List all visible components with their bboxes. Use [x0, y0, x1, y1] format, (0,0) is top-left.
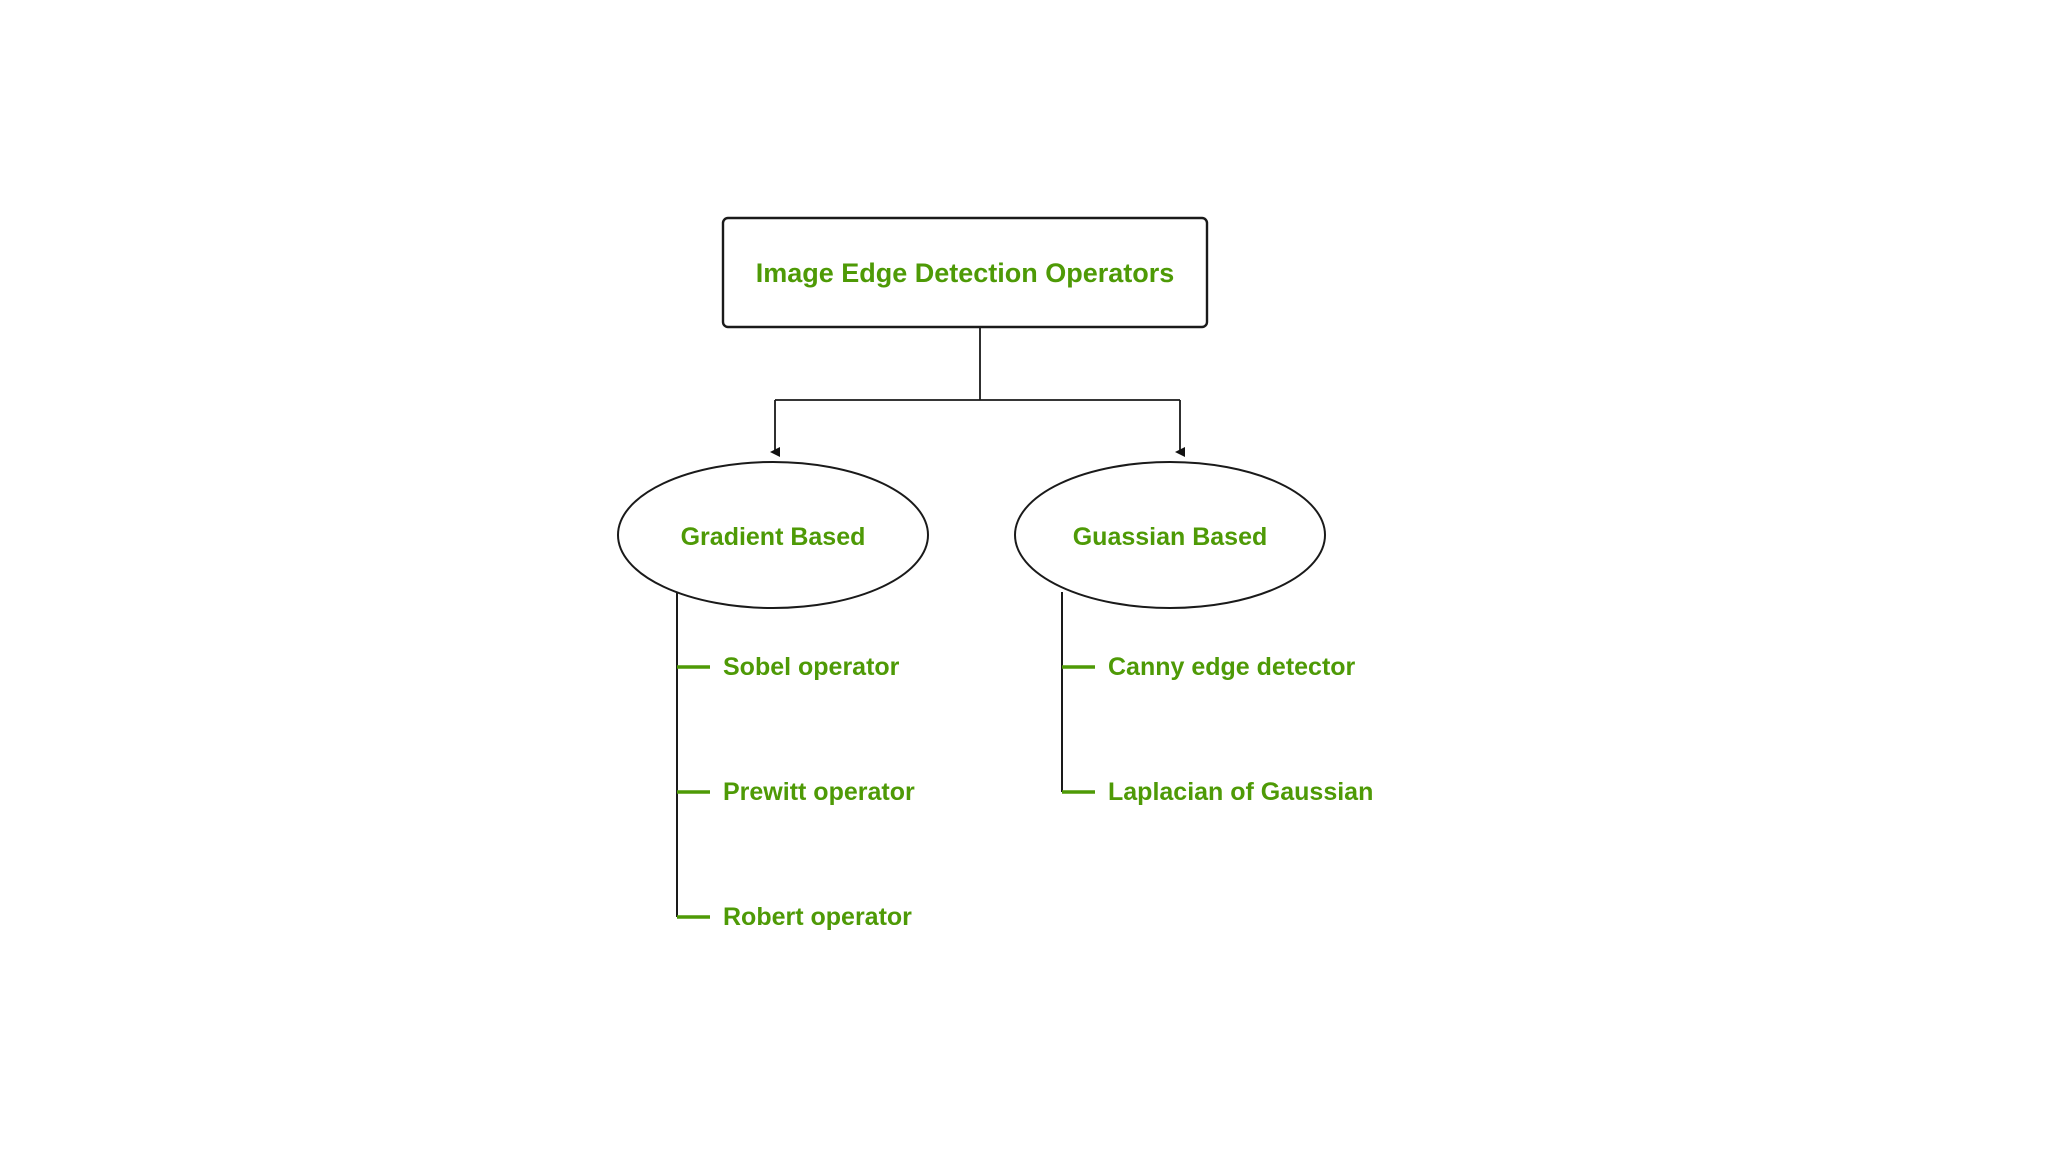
root-node-box[interactable]: [721, 216, 1209, 329]
branch-label-guassian-based: Guassian Based: [1072, 523, 1268, 551]
ellipse-guassian-based[interactable]: [1014, 461, 1326, 609]
ellipse-gradient-based[interactable]: [617, 461, 929, 609]
leaf-label-robert-operator: Robert operator: [723, 903, 912, 931]
leaf-label-laplacian-of-gaussian: Laplacian of Gaussian: [1108, 778, 1374, 806]
leaf-label-prewitt-operator: Prewitt operator: [723, 778, 915, 806]
root-node-label: Image Edge Detection Operators: [755, 258, 1175, 288]
leaf-label-canny-edge-detector: Canny edge detector: [1108, 653, 1356, 681]
leaf-label-sobel-operator: Sobel operator: [723, 653, 900, 681]
branch-label-gradient-based: Gradient Based: [680, 523, 866, 551]
